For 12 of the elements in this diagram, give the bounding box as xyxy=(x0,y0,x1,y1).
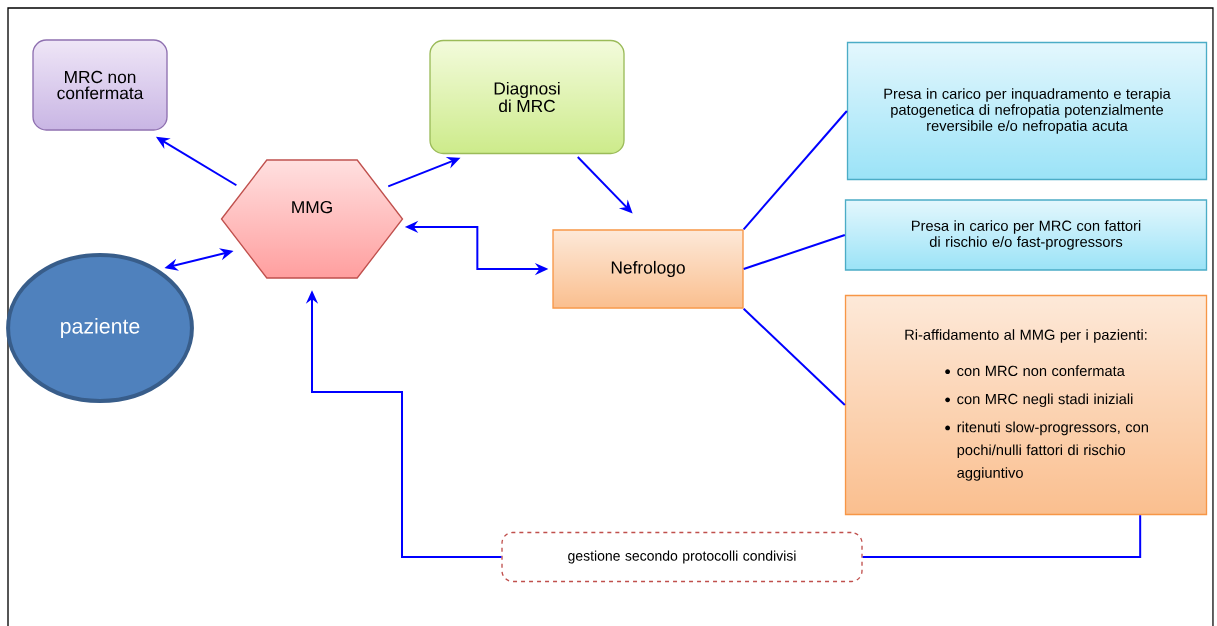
care-box: Presa in carico per MRC con fattori di rischio e/o fast-progressors xyxy=(844,199,1208,271)
connector-line xyxy=(742,110,848,231)
diagnosis-box: Diagnosi di MRC xyxy=(429,39,625,155)
protocol-box: gestione secondo protocolli condivisi xyxy=(501,531,863,583)
connector-line xyxy=(742,307,846,406)
connector-line xyxy=(861,514,1142,558)
status-box: MRC non confermata xyxy=(32,39,168,131)
specialist-box: Nefrologo xyxy=(552,229,744,309)
actor-hexagon: MMG xyxy=(220,159,404,279)
connector-line xyxy=(742,234,846,270)
referral-box: Ri-affidamento al MMG per i pazienti: con MRC non confermata con MRC negli stadi iniziali ritenuti slow-progressors, con pochi/nulli fattori di rischio aggiuntivo xyxy=(844,294,1208,516)
care-box: Presa in carico per inquadramento e terapia patogenetica di nefropatia potenzialmente reversibile e/o nefropatia acuta xyxy=(846,41,1208,181)
